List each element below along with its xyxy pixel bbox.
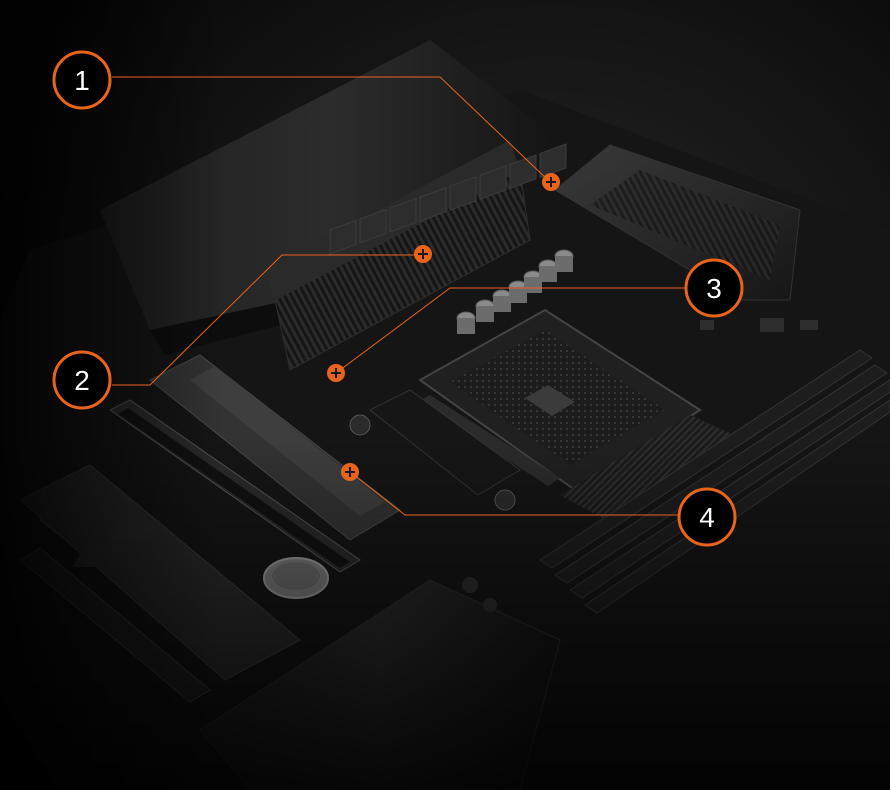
callout-4-label: 4 (699, 502, 715, 533)
callout-2-label: 2 (74, 365, 90, 396)
callout-3-label: 3 (706, 273, 722, 304)
numbered-circle-icon (677, 487, 737, 547)
numbered-circle-icon (52, 350, 112, 410)
callout-4[interactable]: 4 (677, 487, 737, 547)
callout-2[interactable]: 2 (52, 350, 112, 410)
numbered-circle-icon (52, 50, 112, 110)
hotspot-1[interactable] (542, 173, 560, 191)
callout-leader-lines (112, 76, 686, 516)
callout-1-label: 1 (74, 65, 90, 96)
callout-1[interactable]: 1 (52, 50, 112, 110)
hotspot-2[interactable] (414, 245, 432, 263)
hotspot-4[interactable] (341, 463, 359, 481)
numbered-circle-icon (684, 258, 744, 318)
leader-line-1 (112, 76, 551, 183)
leader-line-2 (112, 254, 423, 386)
callout-3[interactable]: 3 (684, 258, 744, 318)
leader-line-4 (349, 471, 680, 516)
leader-line-3 (335, 287, 686, 374)
hotspot-3[interactable] (327, 364, 345, 382)
